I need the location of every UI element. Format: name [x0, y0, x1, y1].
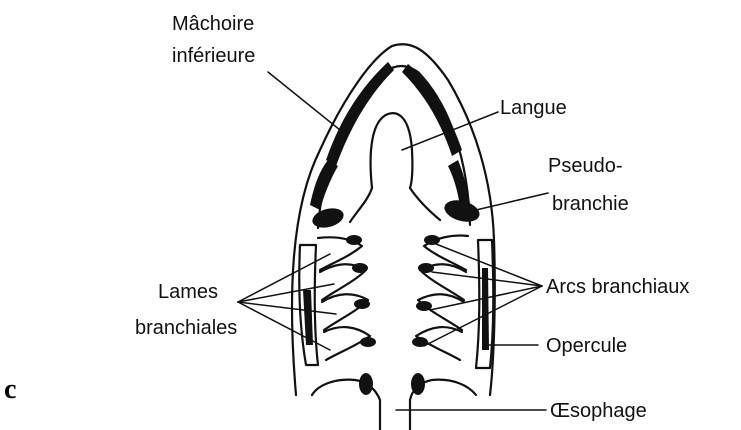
- gill-arches-left: [318, 235, 376, 360]
- panel-letter: c: [4, 374, 16, 405]
- leader-machoire: [268, 72, 340, 130]
- label-oesophage: Œsophage: [550, 400, 647, 422]
- cavity-wall-right: [410, 188, 440, 220]
- jaw-bone-left-lower: [310, 160, 338, 210]
- cavity-wall-left: [350, 188, 372, 222]
- label-pseudo-line2: branchie: [552, 193, 629, 215]
- pseudobranch-left: [310, 205, 346, 231]
- leader-pseudo: [476, 193, 548, 210]
- label-machoire-line2: inférieure: [172, 45, 255, 67]
- label-langue: Langue: [500, 97, 567, 119]
- label-opercule: Opercule: [546, 335, 627, 357]
- opercle-right-bar: [482, 268, 489, 350]
- label-lames-line2: branchiales: [135, 317, 237, 339]
- label-machoire-line1: Mâchoire: [172, 13, 254, 35]
- label-arcs: Arcs branchiaux: [546, 276, 689, 298]
- pseudobranch-right: [442, 197, 482, 226]
- label-pseudo-line1: Pseudo-: [548, 155, 623, 177]
- tongue-outline: [371, 113, 413, 188]
- label-lames-line1: Lames: [158, 281, 218, 303]
- oesophagus: [312, 373, 476, 430]
